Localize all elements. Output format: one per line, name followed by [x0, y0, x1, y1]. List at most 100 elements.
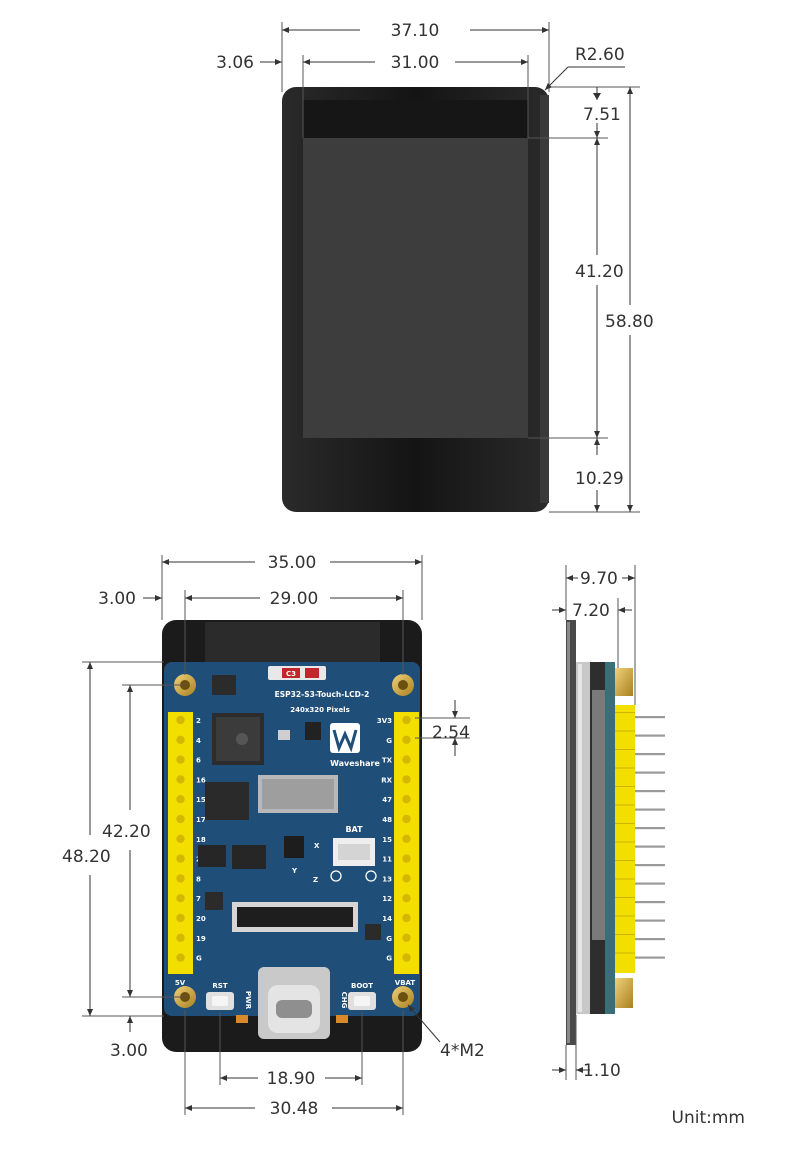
right-pin-label: G — [386, 935, 392, 943]
side-pin — [635, 827, 665, 830]
dim-board-height: 48.20 — [62, 847, 111, 867]
dim-screen-height: 41.20 — [575, 262, 624, 282]
side-pin — [635, 901, 665, 904]
side-pin — [635, 882, 665, 885]
side-pin — [635, 919, 665, 922]
left-pin-label: 15 — [196, 796, 206, 804]
header-pin — [176, 874, 185, 883]
side-pin-divider — [615, 897, 635, 898]
back-plate-shade — [205, 622, 380, 662]
right-pin-label: 12 — [382, 895, 392, 903]
dim-board-width: 35.00 — [268, 553, 317, 573]
dim-usb-span: 18.90 — [267, 1069, 316, 1089]
right-pin-label: G — [386, 955, 392, 963]
brand-label: Waveshare — [330, 759, 380, 768]
left-pin-label: 18 — [196, 836, 206, 844]
imu-chip — [284, 836, 304, 858]
side-pin-divider — [615, 730, 635, 732]
dim-header-span: 30.48 — [270, 1099, 319, 1119]
left-pin-label: 2 — [196, 717, 201, 725]
header-pin — [176, 715, 185, 725]
axis-y-label: Y — [291, 867, 298, 875]
dim-mount-holes: 4*M2 — [440, 1041, 485, 1061]
header-pin — [176, 834, 185, 843]
display-bezel-edge — [540, 95, 549, 503]
header-pin — [176, 854, 185, 863]
top-view: 37.10 31.00 3.06 R2.60 7.51 41.20 58.80 … — [216, 21, 654, 513]
left-pin-label: 6 — [196, 757, 201, 765]
side-pin-divider — [615, 767, 635, 769]
dim-hole-inset-y: 3.00 — [110, 1041, 148, 1061]
display-screen-top — [303, 100, 528, 138]
side-pin-divider — [615, 841, 635, 843]
dim-corner-radius: R2.60 — [575, 45, 625, 65]
dim-hole-spacing-y: 42.20 — [102, 822, 151, 842]
side-pin-divider — [615, 804, 635, 806]
flash-chip — [205, 782, 249, 820]
header-pin — [176, 735, 185, 744]
dim-left-margin: 3.06 — [216, 53, 254, 73]
dim-pin-pitch: 2.54 — [432, 723, 470, 743]
chg-label: CHG — [340, 992, 348, 1009]
side-pin — [635, 734, 665, 737]
dim-overall-height: 58.80 — [605, 312, 654, 332]
right-pin-label: 47 — [382, 796, 392, 804]
small-ic-3 — [278, 730, 290, 740]
left-pin-label: 8 — [196, 875, 201, 883]
bat-label: BAT — [345, 825, 363, 834]
pwr-label: PWR — [244, 991, 252, 1010]
side-glass — [566, 620, 576, 1045]
side-pin-divider — [615, 823, 635, 824]
left-pin-label: 17 — [196, 816, 206, 824]
header-pin — [176, 913, 185, 923]
dim-top-bezel: 7.51 — [583, 105, 621, 125]
side-pin-divider — [615, 749, 635, 750]
side-header-pins — [615, 712, 665, 959]
header-pin — [402, 715, 411, 725]
side-pin — [635, 753, 665, 756]
side-pin — [635, 845, 665, 848]
right-pin-label: G — [386, 737, 392, 745]
side-pcb-edge — [605, 662, 615, 1014]
dim-hole-spacing-x: 29.00 — [270, 589, 319, 609]
side-pin — [635, 790, 665, 793]
side-pin-divider — [615, 878, 635, 880]
header-pin — [176, 953, 185, 962]
side-pin — [635, 938, 665, 941]
header-pin — [402, 854, 411, 863]
pin-label-5v: 5V — [175, 979, 186, 987]
side-pin-divider — [615, 934, 635, 935]
header-pin — [402, 953, 411, 962]
side-pin — [635, 808, 665, 811]
waveshare-logo — [330, 723, 360, 753]
header-pin — [176, 795, 185, 804]
dim-overall-width: 37.10 — [391, 21, 440, 41]
dim-hole-inset-x: 3.00 — [98, 589, 136, 609]
left-pin-label: 7 — [196, 895, 201, 903]
side-pin-divider — [615, 712, 635, 713]
side-header-body — [615, 705, 635, 973]
side-view: 9.70 7.20 1.10 — [552, 565, 665, 1081]
display-active-area — [303, 138, 528, 438]
right-header-pins — [402, 715, 411, 962]
left-pin-label: 4 — [196, 737, 201, 745]
left-pin-label: 19 — [196, 935, 206, 943]
left-pin-label: G — [196, 955, 202, 963]
side-standoff-bottom — [615, 978, 633, 1008]
dim-body-thickness: 7.20 — [572, 601, 610, 621]
header-pin — [402, 834, 411, 843]
side-pin — [635, 956, 665, 959]
header-pin — [402, 775, 411, 784]
side-pin-divider — [615, 786, 635, 787]
side-pin-divider — [615, 952, 635, 954]
left-header-pins — [176, 715, 185, 962]
side-pin-divider — [615, 860, 635, 861]
side-pin — [635, 771, 665, 774]
header-pin — [402, 894, 411, 903]
small-ic-2 — [305, 722, 321, 740]
mount-hole-br — [392, 986, 414, 1008]
dim-total-thickness: 9.70 — [580, 569, 618, 589]
header-pin — [402, 814, 411, 824]
